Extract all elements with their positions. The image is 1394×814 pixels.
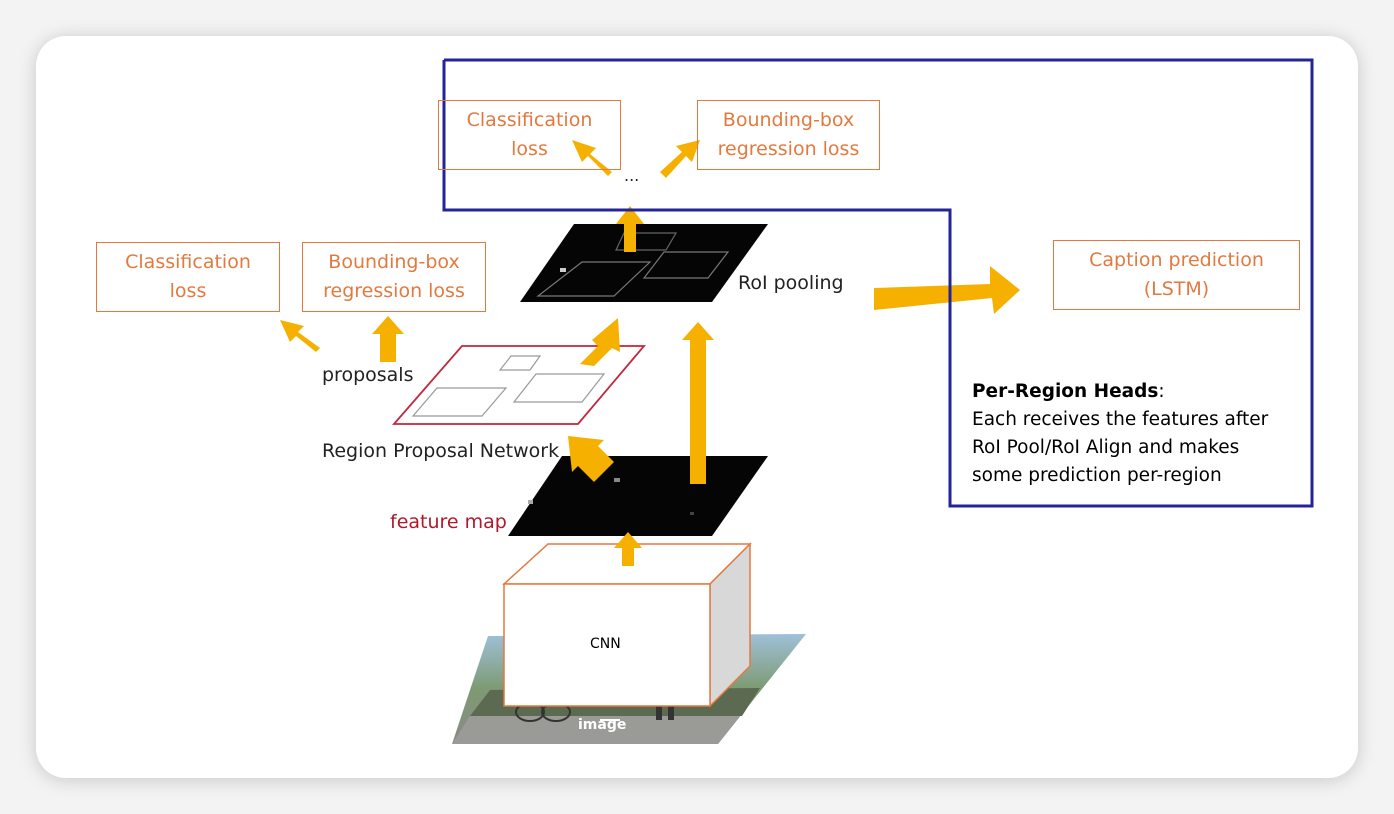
cnn-block: [502, 542, 752, 708]
roi-pooling-plane: [520, 224, 768, 302]
arrow-to-top-classification: [572, 140, 612, 176]
top-heads-ellipsis: ...: [624, 166, 640, 185]
arrow-to-rpn-classification: [280, 320, 320, 352]
arrow-cnn-to-feature-map: [614, 532, 642, 566]
note-title-line: Per-Region Heads:: [972, 378, 1302, 406]
note-line-2: RoI Pool/RoI Align and makes: [972, 437, 1240, 458]
arrow-rpn-to-roi: [580, 318, 620, 366]
arrow-roi-to-top-heads: [616, 206, 644, 252]
flow-arrows: [280, 140, 1020, 566]
caption-prediction-box: Caption prediction (LSTM): [1053, 240, 1300, 310]
top-bbox-line2: regression loss: [717, 138, 860, 160]
feature-map-plane: [508, 456, 768, 536]
top-bbox-line1: Bounding-box: [722, 109, 855, 131]
roi-pooling-label: RoI pooling: [738, 272, 844, 294]
per-region-heads-outline: [442, 58, 1314, 508]
cnn-label: CNN: [590, 636, 621, 652]
top-classification-line1: Classification: [466, 109, 593, 131]
image-label: image: [578, 717, 627, 733]
note-title: Per-Region Heads: [972, 381, 1159, 402]
note-colon: :: [1158, 381, 1165, 402]
note-line-1: Each receives the features after: [972, 409, 1269, 430]
arrow-to-rpn-bbox: [372, 316, 404, 362]
caption-line1: Caption prediction: [1089, 249, 1264, 271]
top-classification-loss-box: Classification loss: [438, 100, 621, 170]
top-bbox-loss-box: Bounding-box regression loss: [697, 100, 880, 170]
rpn-bbox-line1: Bounding-box: [328, 251, 460, 273]
arrow-feature-map-to-rpn: [568, 436, 614, 482]
arrow-roi-to-caption: [874, 266, 1020, 314]
rpn-label: Region Proposal Network: [322, 440, 560, 462]
rpn-bbox-line2: regression loss: [323, 280, 465, 302]
arrow-feature-map-to-roi: [682, 322, 714, 484]
arrow-to-top-bbox: [660, 140, 700, 178]
feature-map-label: feature map: [390, 511, 507, 533]
caption-line2: (LSTM): [1143, 278, 1210, 300]
rpn-classification-loss-box: Classification loss: [96, 242, 280, 312]
rpn-plane: [392, 345, 646, 425]
top-classification-line2: loss: [511, 138, 548, 160]
rpn-classification-line2: loss: [169, 280, 207, 302]
per-region-heads-note: Per-Region Heads: Each receives the feat…: [972, 378, 1302, 490]
proposals-label: proposals: [322, 364, 414, 386]
rpn-bbox-loss-box: Bounding-box regression loss: [302, 242, 486, 312]
note-line-3: some prediction per-region: [972, 465, 1222, 486]
rpn-classification-line1: Classification: [125, 251, 251, 273]
